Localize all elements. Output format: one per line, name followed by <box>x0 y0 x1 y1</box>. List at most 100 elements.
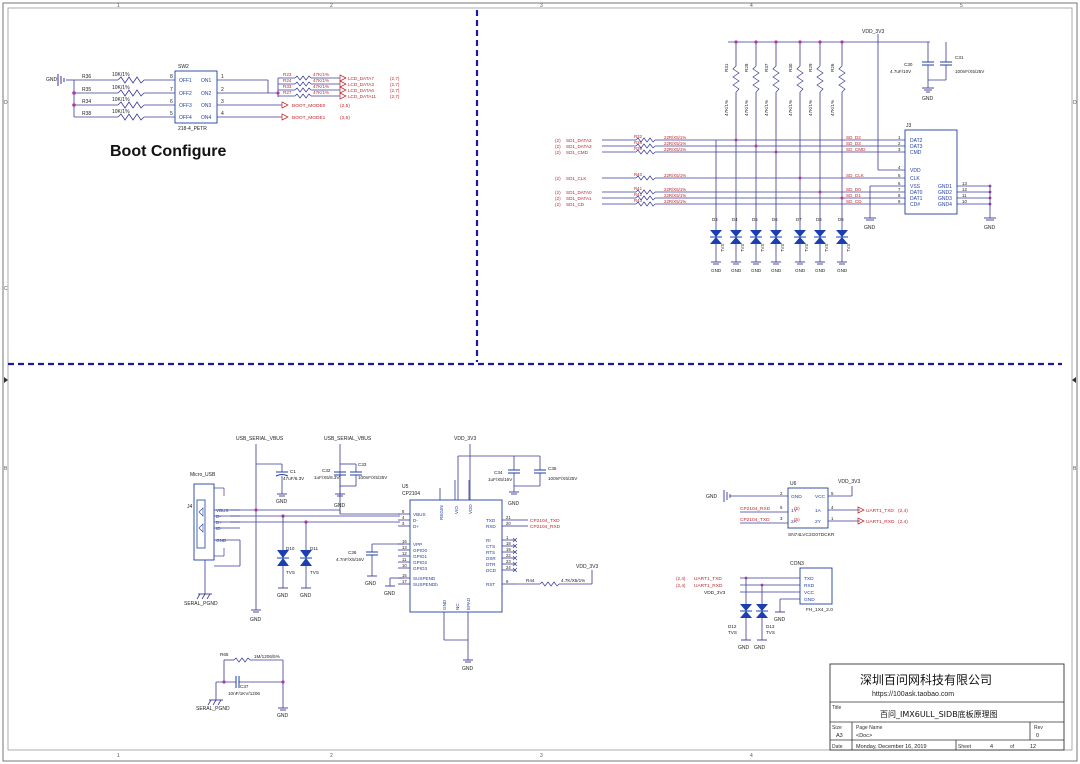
sd-connector-pin-num: 4 <box>898 165 901 170</box>
sd-connector-net: SD_CLK <box>846 173 865 178</box>
sd-connector-gnd-num: 12 <box>962 187 967 192</box>
con3-body <box>799 567 833 605</box>
dip-switch-part: 218-4_PETR <box>178 126 207 132</box>
pullup-val: 47K/1% <box>808 100 813 116</box>
sd-net: SD1_CMD <box>566 150 589 155</box>
cp2104-left-pin: D+ <box>413 524 419 529</box>
con3-net: VDD_3V3 <box>704 590 726 596</box>
boot-res-ref: R36 <box>82 74 91 80</box>
zone-bottom-4: 4 <box>750 753 753 759</box>
cp2104-left-pin-num: 15 <box>402 573 407 578</box>
lcd-res-row-2: R24 47K/1% LCD_DATA3 (2,7) <box>278 78 400 88</box>
sd-res-val: 22R/X5/1% <box>664 135 686 140</box>
sd-connector-pin: DAT2 <box>910 138 923 144</box>
zone-top-4: 4 <box>750 3 753 9</box>
sd-connector-pin: CD# <box>910 202 920 208</box>
sd-connector-pin-num: 8 <box>898 193 901 198</box>
usb-c34-val: 1uF/X5/16V <box>488 477 513 482</box>
cp2104-right-pin-num: 9 <box>506 579 509 584</box>
of-label: of <box>1010 744 1015 750</box>
size-value: A3 <box>836 733 843 739</box>
usb-c32-ref: C32 <box>322 468 331 473</box>
sd-connector-pin-num: 9 <box>898 199 901 204</box>
u6-in1-page: (5) <box>794 506 800 511</box>
tvs-ref: D10 <box>286 546 295 551</box>
sheets-total: 12 <box>1030 744 1036 750</box>
dip-pin-num: 1 <box>221 74 224 80</box>
lcd-net-page: (2,7) <box>390 82 400 87</box>
tvs-part: TVS <box>286 570 295 575</box>
sd-connector-net: SD_CD <box>846 199 862 204</box>
lcd-res-val: 47K/1% <box>313 90 329 95</box>
tvs-gnd: GND <box>754 645 766 651</box>
company-name: 深圳百问网科技有限公司 <box>860 673 992 687</box>
resistor-symbol <box>772 65 780 93</box>
sheet-label: Sheet <box>958 744 972 750</box>
sd-net: SD1_CLK <box>566 176 587 181</box>
cp2104-left-pin: GPIO3 <box>413 566 427 571</box>
zone-marker-right <box>1072 377 1076 383</box>
sd-connector-gnd-num: 11 <box>962 193 967 198</box>
u6-body <box>787 487 829 529</box>
usb-connector-pin: ID <box>216 526 221 531</box>
tvs-ref: D9 <box>838 217 844 222</box>
sd-net: SD1_DATA3 <box>566 144 592 149</box>
sd-vdd-label: VDD_3V3 <box>862 29 884 35</box>
cp2104-right-pin: CTS <box>486 544 495 549</box>
usb-connector-pin: VBUS <box>216 508 229 513</box>
dip-on-pin: ON4 <box>201 115 212 121</box>
sd-vss-gnd: GND <box>864 225 876 231</box>
sheet-inner-border <box>7 7 1073 751</box>
dip-pin-num: 7 <box>170 87 173 93</box>
tvs-part: TVS <box>728 630 737 635</box>
zone-bottom-2: 2 <box>330 753 333 759</box>
u6-right-pin: VCC <box>815 494 826 500</box>
resistor-symbol <box>635 195 656 201</box>
sd-res-val: 22R/X5/1% <box>664 187 686 192</box>
c37-ref: C37 <box>240 684 249 689</box>
pullup-val: 47K/1% <box>744 100 749 116</box>
zone-marker-left <box>4 377 8 383</box>
cp2104-right-pin: RI <box>486 538 491 543</box>
dip-pin-num: 8 <box>170 74 173 80</box>
tvs-part: TVS <box>804 244 809 252</box>
no-connect-mark <box>512 543 518 549</box>
page-name-value: <Doc> <box>856 733 872 739</box>
dip-pin-num: 5 <box>170 111 173 117</box>
cp2104-left-pin: GPIO2 <box>413 560 427 565</box>
boot-res-ref: R34 <box>82 99 91 105</box>
lcd-net: LCD_DATA3 <box>348 82 374 87</box>
zone-left-d: D <box>4 100 8 106</box>
sd-net-page: (2) <box>555 196 561 201</box>
dip-pin-num: 4 <box>221 111 224 117</box>
cp2104-right-pin-num: 19 <box>506 547 511 552</box>
sd-net: SD1_DATA0 <box>566 190 592 195</box>
u6-right-pin-num: 1 <box>831 516 834 521</box>
r44-val: 4.7K/X5/1% <box>561 578 585 583</box>
boot-res-ref: R35 <box>82 87 91 93</box>
cp2104-right-pin: RST <box>486 582 495 587</box>
zone-left-b: B <box>4 466 8 472</box>
cp2104-right-pin-num: 23 <box>506 559 511 564</box>
sd-res-ref: R40 <box>634 172 643 177</box>
sheet-value: 4 <box>990 744 993 750</box>
resistor-symbol <box>635 175 656 181</box>
resistor-symbol <box>816 65 824 93</box>
boot-mode1-net: BOOT_MODE1 <box>292 115 326 121</box>
usb-c1-ref: C1 <box>290 469 296 474</box>
junction-dot <box>818 190 822 194</box>
sd-net: SD1_DATA1 <box>566 196 592 201</box>
sd-connector-gnd-pin: GND3 <box>938 196 952 202</box>
con3-tvs-d12: D12 TVS GND <box>728 578 752 651</box>
sd-section: VDD_3V3 R3147K/1%R2847K/1%R3747K/1%R3047… <box>555 29 996 273</box>
con3-ref: CON3 <box>790 561 804 567</box>
zone-right-b: B <box>1073 466 1077 472</box>
sd-connector-pin: CMD <box>910 150 922 156</box>
tvs-gnd: GND <box>277 593 289 599</box>
junction-dot <box>754 40 758 44</box>
junction-dot <box>72 91 76 95</box>
tvs-part: TVS <box>740 244 745 252</box>
sd-res-ref: R42 <box>634 192 643 197</box>
sd-connector-net: SD_D3 <box>846 141 861 146</box>
